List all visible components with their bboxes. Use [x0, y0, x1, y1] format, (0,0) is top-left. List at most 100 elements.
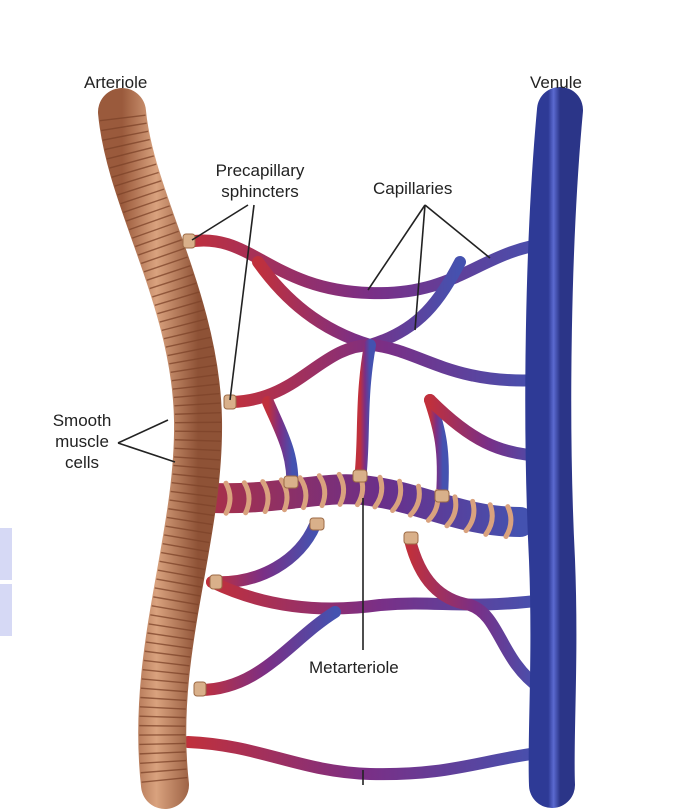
- arteriole-ring: [139, 742, 186, 746]
- arteriole-ring: [139, 751, 186, 755]
- arteriole-ring: [123, 196, 168, 214]
- leader-cap-3: [424, 204, 491, 259]
- arteriole-ring: [172, 473, 219, 480]
- arteriole-ring: [170, 490, 217, 498]
- metarteriole-band: [407, 483, 422, 518]
- smooth-label-line2: muscle: [55, 432, 109, 451]
- sphincter-meta-3: [434, 489, 450, 503]
- venule-label: Venule: [530, 73, 582, 92]
- arteriole-ring: [141, 776, 188, 783]
- leader-precap-1: [191, 204, 249, 241]
- metarteriole-label: Metarteriole: [309, 658, 399, 677]
- arteriole-ring: [165, 336, 211, 348]
- arteriole-vessel: [98, 88, 223, 809]
- arteriole-ring: [143, 256, 188, 273]
- arteriole-ring: [174, 447, 221, 452]
- metarteriole-band: [483, 502, 495, 537]
- metarteriole-band: [444, 494, 459, 529]
- capillary-bottom: [182, 736, 551, 781]
- arteriole-smooth-muscle-rings: [99, 114, 222, 783]
- arteriole-ring: [151, 605, 198, 615]
- smooth-label-line3: cells: [64, 453, 99, 472]
- capillaries-label: Capillaries: [373, 179, 453, 198]
- arteriole-ring: [170, 364, 217, 373]
- arteriole-ring: [140, 247, 185, 265]
- side-tab-lower: [0, 584, 12, 636]
- arteriole-ring: [172, 383, 219, 390]
- arteriole-ring: [139, 724, 186, 727]
- metarteriole: [197, 471, 535, 540]
- arteriole-ring: [138, 239, 182, 256]
- arteriole-ring: [161, 551, 207, 562]
- arteriole-ring: [163, 327, 209, 340]
- capillary-upper-mid: [226, 338, 546, 408]
- leader-precap-2: [229, 204, 255, 401]
- arteriole-ring: [117, 180, 162, 196]
- metarteriole-band: [390, 478, 404, 513]
- arteriole-ring: [139, 715, 186, 719]
- leader-cap-1: [367, 204, 426, 291]
- arteriole-ring: [174, 402, 221, 407]
- arteriole-ring: [99, 114, 146, 122]
- sphincter-meta-5: [403, 531, 419, 545]
- metarteriole-band: [336, 471, 347, 507]
- sphincter-bottom: [193, 681, 207, 697]
- metarteriole-band: [463, 498, 477, 534]
- capillary-lower-loop: [194, 606, 341, 696]
- sphincter-meta-2: [352, 469, 368, 483]
- arteriole-ring: [173, 456, 220, 461]
- arteriole-ring: [106, 147, 152, 160]
- sphincter-meta-4: [309, 517, 325, 531]
- arteriole-ring: [156, 578, 202, 588]
- arteriole-ring: [159, 560, 205, 571]
- precapillary-sphincters: [182, 233, 450, 697]
- arteriole-ring: [114, 171, 159, 187]
- sphincter-meta-1: [283, 475, 299, 489]
- arteriole-ring: [120, 188, 165, 205]
- arteriole-ring: [152, 282, 197, 298]
- capillary-drop-center: [354, 339, 376, 486]
- arteriole-ring: [169, 499, 216, 508]
- arteriole-ring: [175, 430, 222, 433]
- arteriole-ring: [154, 587, 201, 597]
- arteriole-ring: [132, 222, 176, 239]
- capillary-lower-right: [404, 534, 546, 694]
- precapillary-sphincters-label: Precapillary sphincters: [200, 160, 320, 202]
- arteriole-ring: [147, 632, 194, 641]
- arteriole-ring: [161, 318, 207, 332]
- metarteriole-band: [372, 474, 385, 510]
- metarteriole-band: [223, 480, 233, 516]
- arteriole-ring: [174, 439, 221, 442]
- arteriole-ring: [144, 650, 191, 658]
- arteriole-ring: [159, 309, 205, 323]
- arteriole-ring: [140, 696, 187, 702]
- arteriole-ring: [173, 392, 220, 399]
- leader-smooth-1: [117, 419, 169, 444]
- precapillary-label-line1: Precapillary: [215, 161, 305, 180]
- arteriole-ring: [139, 706, 186, 710]
- metarteriole-band: [503, 504, 514, 540]
- arteriole-ring: [101, 122, 147, 132]
- arteriole-ring: [150, 614, 196, 623]
- arteriole-ring: [140, 687, 187, 693]
- arteriole-ring: [174, 411, 221, 415]
- arteriole-ring: [157, 569, 204, 579]
- arteriole-ring: [126, 205, 170, 222]
- arteriole-ring: [104, 138, 150, 151]
- metarteriole-band: [260, 479, 271, 515]
- arteriole-ring: [169, 355, 215, 365]
- arteriole-ring: [149, 273, 194, 290]
- capillary-lower-left: [206, 519, 321, 589]
- arteriole-ring: [135, 230, 179, 248]
- arteriole-ring: [146, 641, 192, 650]
- metarteriole-band: [278, 477, 290, 513]
- arteriole-ring: [102, 130, 149, 141]
- arteriole-ring: [173, 464, 220, 471]
- arteriole-ring: [143, 659, 190, 667]
- arteriole-ring: [141, 678, 188, 684]
- sphincter-top: [182, 233, 196, 249]
- arteriole-ring: [165, 525, 212, 535]
- arteriole-ring: [142, 668, 189, 676]
- arteriole-ring: [140, 768, 187, 774]
